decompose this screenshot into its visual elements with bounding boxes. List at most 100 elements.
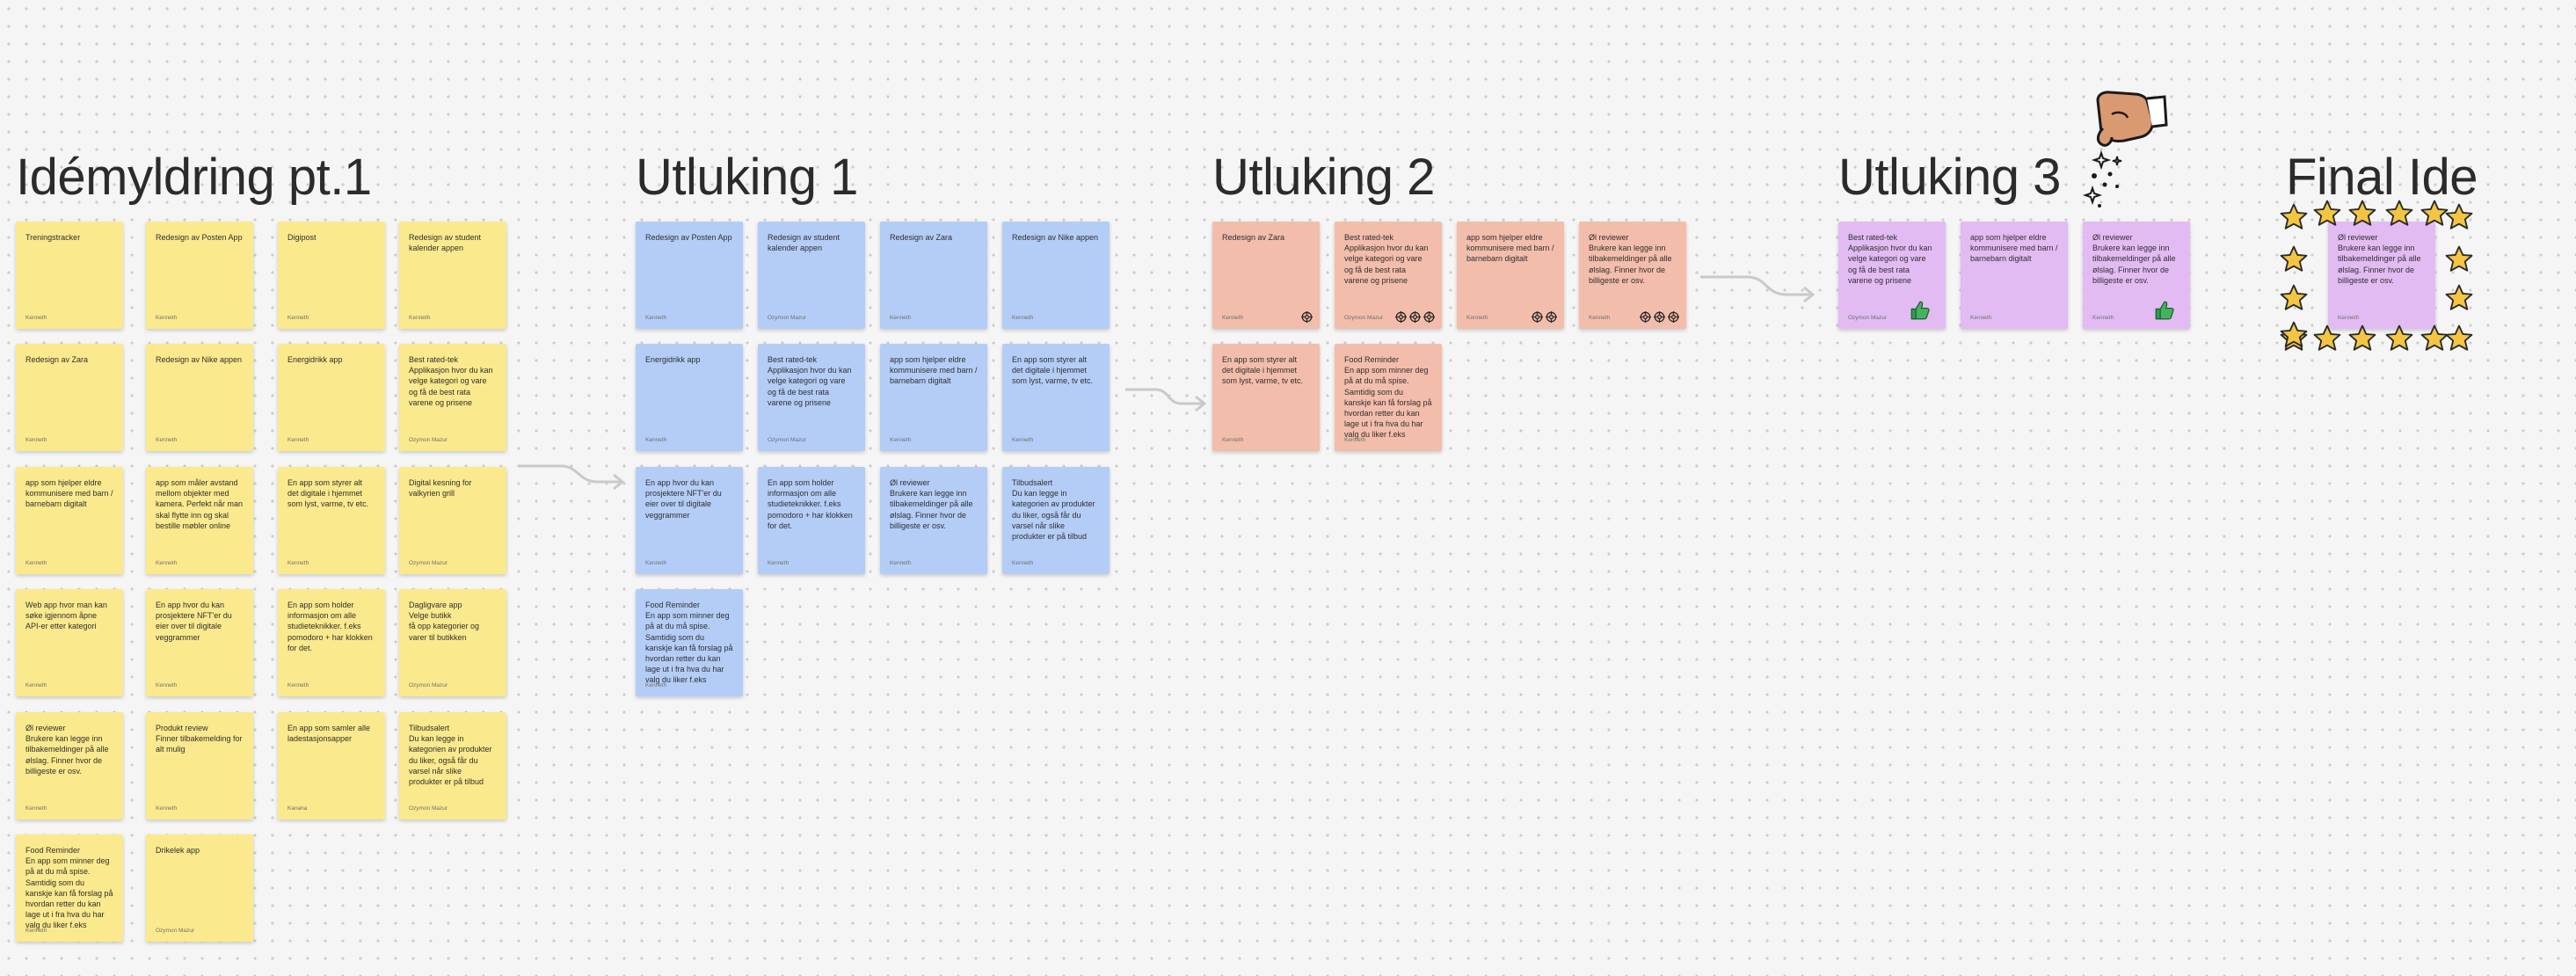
vote-markers (1640, 311, 1679, 323)
heading-final[interactable]: Final Ide (2286, 149, 2478, 206)
sticky-note[interactable]: En app som samler alle ladestasjonsapper… (278, 712, 385, 819)
heading-round-2[interactable]: Utluking 2 (1212, 149, 1435, 206)
star-icon (2280, 284, 2308, 310)
note-text: Redesign av student kalender appen (768, 233, 840, 253)
note-author: Kenneth (156, 682, 178, 688)
note-author: Ozymon Mazur (768, 315, 807, 321)
note-text: Web app hvor man kan søke igjennom åpne … (25, 601, 107, 631)
sticky-note[interactable]: app som hjelper eldre kommunisere med ba… (1457, 222, 1564, 329)
note-text: Energidrikk app (287, 355, 343, 364)
target-crosshair-icon[interactable] (1640, 311, 1651, 323)
note-text: En app hvor du kan prosjektere NFT'er du… (156, 601, 232, 642)
target-crosshair-icon[interactable] (1668, 311, 1679, 323)
vote-markers (1395, 311, 1435, 323)
sticky-note[interactable]: Øl reviewer Brukere kan legge inn tilbak… (1579, 222, 1686, 329)
note-text: Food Reminder En app som minner deg på a… (25, 846, 113, 930)
note-text: Tilbudsalert Du kan legge in kategorien … (409, 724, 492, 787)
target-crosshair-icon[interactable] (1395, 311, 1407, 323)
note-author: Kenneth (2338, 315, 2360, 321)
note-author: Kenneth (645, 682, 667, 688)
sticky-note[interactable]: app som hjelper eldre kommunisere med ba… (1961, 222, 2068, 329)
target-crosshair-icon[interactable] (1654, 311, 1665, 323)
note-author: Kenneth (890, 315, 912, 321)
target-crosshair-icon[interactable] (1532, 311, 1543, 323)
sticky-note[interactable]: En app hvor du kan prosjektere NFT'er du… (146, 589, 253, 696)
arrow-connector-1[interactable] (517, 455, 631, 499)
note-text: Digipost (287, 233, 317, 242)
sticky-note[interactable]: En app som holder informasjon om alle st… (758, 467, 865, 574)
note-author: Kenneth (1344, 437, 1366, 443)
note-text: Øl reviewer Brukere kan legge inn tilbak… (2092, 233, 2176, 285)
sticky-note[interactable]: En app hvor du kan prosjektere NFT'er du… (636, 467, 743, 574)
heading-round-1[interactable]: Utluking 1 (636, 149, 858, 206)
note-text: Food Reminder En app som minner deg på a… (1344, 355, 1432, 440)
note-author: Kenneth (25, 682, 47, 688)
target-crosshair-icon[interactable] (1301, 311, 1313, 323)
target-crosshair-icon[interactable] (1423, 311, 1435, 323)
sticky-note[interactable]: Best rated-tek Applikasjon hvor du kan v… (1838, 222, 1946, 329)
sticky-note[interactable]: Dagligvare app Velge butikk få opp kateg… (399, 589, 506, 696)
target-crosshair-icon[interactable] (1409, 311, 1421, 323)
sticky-note[interactable]: Best rated-tek Applikasjon hvor du kan v… (758, 344, 865, 451)
sticky-note[interactable]: Best rated-tek Applikasjon hvor du kan v… (1335, 222, 1442, 329)
sticky-note[interactable]: Øl reviewer Brukere kan legge inn tilbak… (2328, 222, 2435, 329)
sticky-note[interactable]: app som måler avstand mellom objekter me… (146, 467, 253, 574)
note-text: Redesign av Zara (25, 355, 89, 364)
sticky-note[interactable]: Øl reviewer Brukere kan legge inn tilbak… (880, 467, 987, 574)
sticky-note[interactable]: app som hjelper eldre kommunisere med ba… (16, 467, 123, 574)
sticky-note[interactable]: Øl reviewer Brukere kan legge inn tilbak… (16, 712, 123, 819)
sticky-note[interactable]: Web app hvor man kan søke igjennom åpne … (16, 589, 123, 696)
heading-ideation[interactable]: Idémyldring pt.1 (16, 149, 372, 206)
sticky-note[interactable]: En app som holder informasjon om alle st… (278, 589, 385, 696)
sticky-note[interactable]: Food Reminder En app som minner deg på a… (16, 834, 123, 942)
star-icon (2385, 324, 2413, 351)
thumbs-up-icon[interactable] (1909, 299, 1932, 322)
note-author: Kenneth (1970, 315, 1992, 321)
star-icon (2348, 324, 2376, 351)
note-text: app som hjelper eldre kommunisere med ba… (1466, 233, 1554, 264)
note-author: Kenneth (1589, 315, 1611, 321)
arrow-connector-3[interactable] (1699, 268, 1822, 312)
sticky-note[interactable]: Food Reminder En app som minner deg på a… (1335, 344, 1442, 451)
target-crosshair-icon[interactable] (1546, 311, 1557, 323)
note-text: Drikelek app (156, 846, 200, 855)
thumbs-up-icon[interactable] (2153, 299, 2176, 322)
note-text: Øl reviewer Brukere kan legge inn tilbak… (1589, 233, 1672, 285)
note-text: Digital kesning for valkyrien grill (409, 478, 472, 499)
note-author: Ozymon Mazur (1848, 315, 1888, 321)
note-author: Kenneth (645, 560, 667, 566)
hand-sprinkle-icon[interactable] (2082, 90, 2170, 213)
sticky-note[interactable]: Tilbudsalert Du kan legge in kategorien … (1002, 467, 1110, 574)
sticky-note[interactable]: app som hjelper eldre kommunisere med ba… (880, 344, 987, 451)
note-text: Best rated-tek Applikasjon hvor du kan v… (1344, 233, 1429, 285)
sticky-note[interactable]: En app som styrer alt det digitale i hje… (1212, 344, 1320, 451)
heading-round-3[interactable]: Utluking 3 (1838, 149, 2061, 206)
sticky-note[interactable]: En app som styrer alt det digitale i hje… (278, 467, 385, 574)
sticky-note[interactable]: En app som styrer alt det digitale i hje… (1002, 344, 1110, 451)
sticky-note[interactable]: Best rated-tek Applikasjon hvor du kan v… (399, 344, 506, 451)
vote-markers (1301, 311, 1313, 323)
star-icon (2445, 203, 2473, 229)
arrow-connector-2[interactable] (1124, 382, 1212, 418)
note-text: app som måler avstand mellom objekter me… (156, 478, 244, 530)
note-author: Kenneth (890, 560, 912, 566)
sticky-note[interactable]: Øl reviewer Brukere kan legge inn tilbak… (2083, 222, 2190, 329)
sticky-note[interactable]: Produkt review Finner tilbakemelding for… (146, 712, 253, 819)
sticky-note[interactable]: Food Reminder En app som minner deg på a… (636, 589, 743, 696)
sticky-note[interactable]: Tilbudsalert Du kan legge in kategorien … (399, 712, 506, 819)
